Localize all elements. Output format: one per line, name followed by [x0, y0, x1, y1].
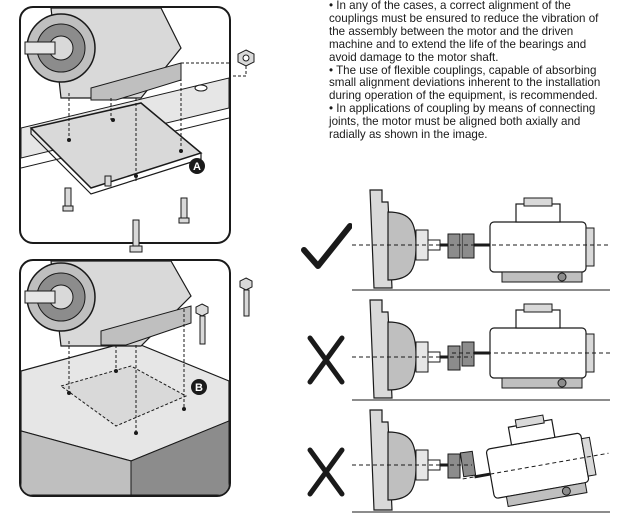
- motor-icon: [462, 414, 609, 508]
- motor-baseplate-drawing: A: [21, 8, 229, 224]
- coupling-icon: [447, 341, 475, 371]
- callout-a-label: A: [193, 161, 201, 173]
- pump-icon: [369, 189, 441, 289]
- pump-icon: [369, 299, 441, 399]
- panel-a-external-parts: [129, 49, 255, 253]
- mounting-illustration-b: B: [19, 259, 231, 497]
- instruction-item: • In applications of coupling by means o…: [329, 102, 596, 142]
- hex-nut-icon: [237, 49, 255, 67]
- cross-icon: [307, 335, 345, 385]
- pump-motor-aligned-drawing: [352, 189, 610, 291]
- alignment-row-correct: [300, 188, 610, 292]
- instruction-item: • The use of flexible couplings, capable…: [329, 63, 601, 103]
- pump-motor-angular-drawing: [352, 409, 610, 513]
- pump-motor-offset-drawing: [352, 299, 610, 401]
- motor-icon: [489, 197, 595, 283]
- pump-icon: [369, 409, 441, 511]
- anchor-bolt-icon: [239, 277, 253, 317]
- alignment-row-incorrect: [300, 404, 610, 516]
- callout-b-label: B: [195, 382, 203, 394]
- panel-b-external-parts: [195, 277, 253, 345]
- mounting-illustration-a: A: [19, 6, 231, 244]
- motor-concrete-base-drawing: B: [21, 261, 229, 495]
- bolt-icon: [129, 219, 143, 253]
- checkmark-icon: [301, 223, 352, 269]
- instructions-text: • In any of the cases, a correct alignme…: [329, 0, 615, 142]
- alignment-row-incorrect: [300, 298, 610, 402]
- instruction-item: • In any of the cases, a correct alignme…: [329, 0, 599, 64]
- bolt-icon: [195, 303, 209, 345]
- coupling-icon: [447, 233, 475, 259]
- motor-icon: [489, 303, 595, 389]
- cross-icon: [307, 447, 345, 497]
